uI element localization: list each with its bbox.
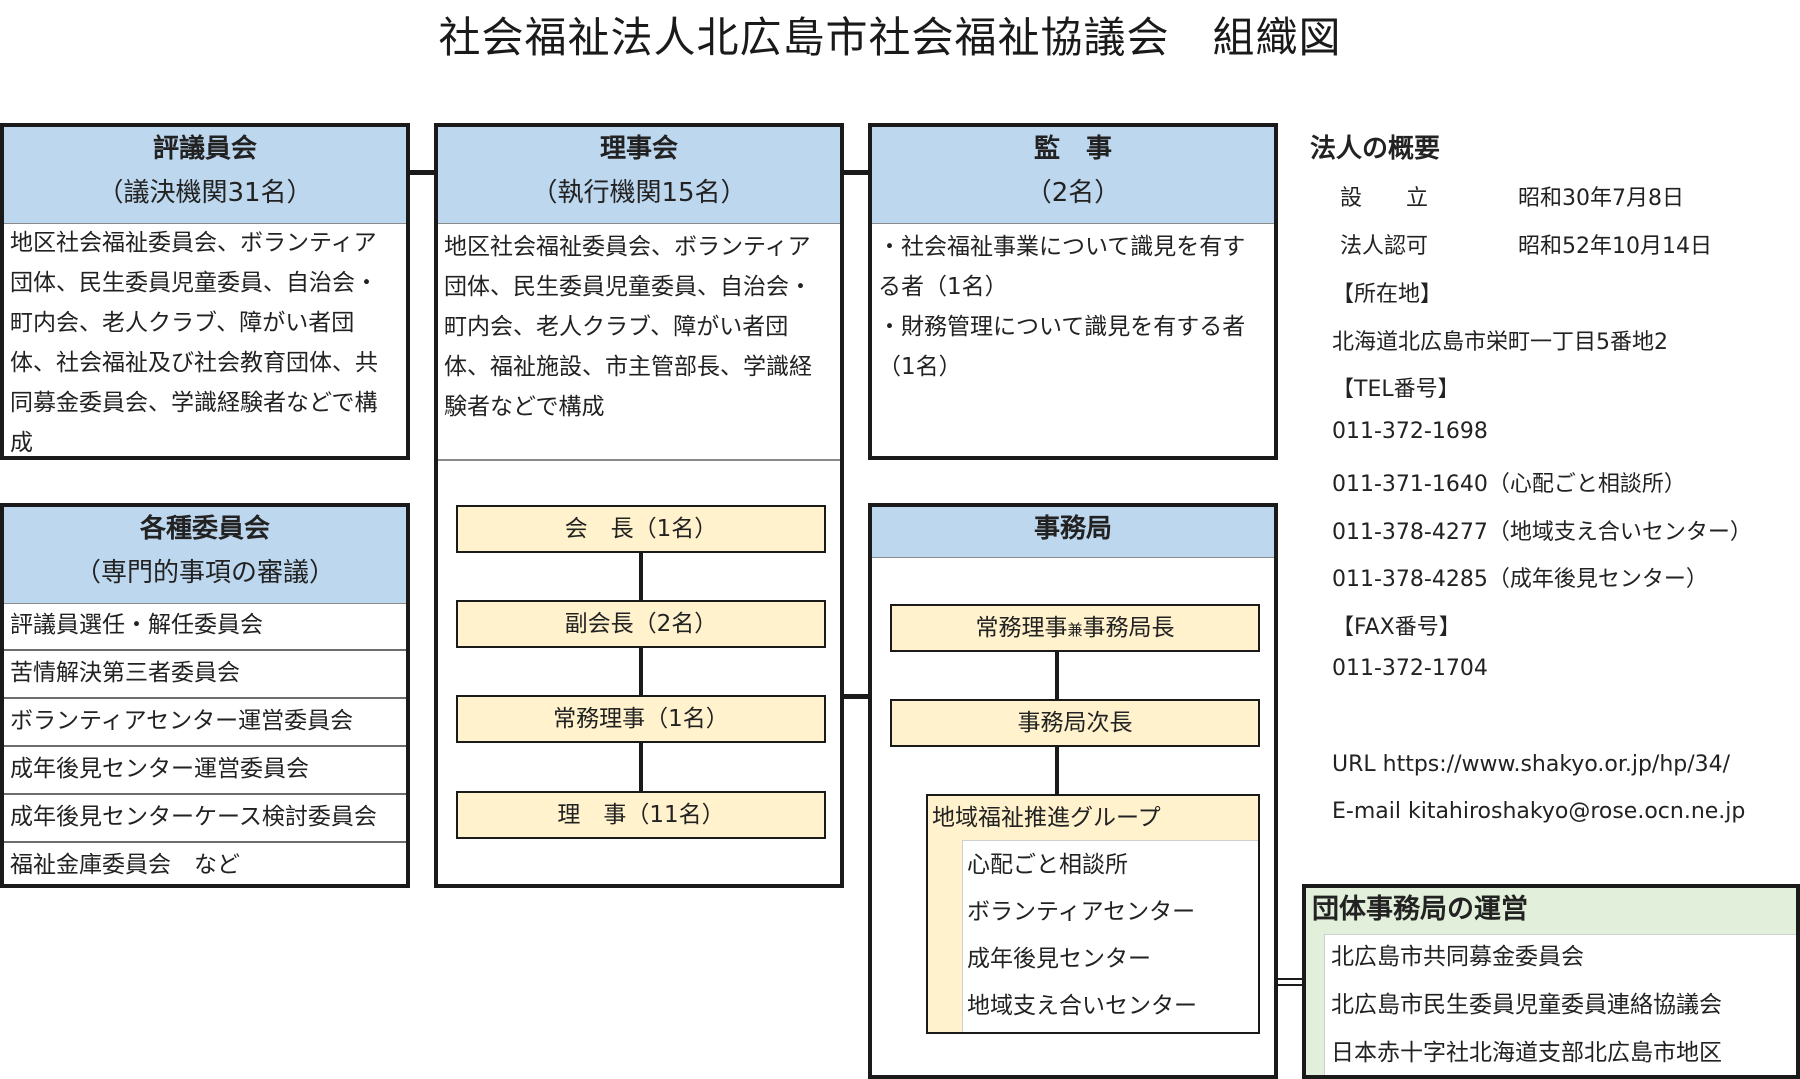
board-subtitle: （執行機関15名） [531, 178, 747, 208]
secretariat-title: 事務局 [1033, 514, 1112, 544]
councillors-line: 町内会、老人クラブ、障がい者団 [10, 310, 355, 336]
group-item: 成年後見センター [967, 946, 1151, 972]
councillors-line: 団体、民生委員児童委員、自治会・ [10, 270, 378, 296]
certified-value: 昭和52年10月14日 [1518, 234, 1712, 259]
group-item: 地域支え合いセンター [967, 993, 1197, 1019]
board-roles-line [639, 525, 643, 805]
board-line: 体、福祉施設、市主管部長、学識経 [444, 354, 812, 380]
role-executive-director: 常務理事（1名） [456, 695, 826, 743]
board-line: 地区社会福祉委員会、ボランティア [444, 234, 811, 260]
auditors-line: ・社会福祉事業について識見を有す [878, 234, 1246, 260]
org-admin-item: 北広島市民生委員児童委員連絡協議会 [1331, 992, 1722, 1018]
board-line: 団体、民生委員児童委員、自治会・ [444, 274, 812, 300]
role-directors: 理 事（11名） [456, 791, 826, 839]
certified-label: 法人認可 [1340, 234, 1429, 259]
email-address[interactable]: E-mail kitahiroshakyo@rose.ocn.ne.jp [1332, 799, 1746, 824]
councillors-line: 同募金委員会、学識経験者などで構 [10, 390, 378, 416]
group-item: 心配ごと相談所 [967, 852, 1128, 878]
auditors-subtitle: （2名） [1025, 178, 1121, 208]
director-suffix: 事務局長 [1082, 615, 1175, 641]
committee-item: ボランティアセンター運営委員会 [4, 699, 406, 747]
fax-value: 011-372-1704 [1332, 656, 1488, 681]
address-value: 北海道北広島市栄町一丁目5番地2 [1332, 330, 1668, 355]
committee-item: 福祉金庫委員会 など [10, 852, 240, 878]
auditors-box: 監 事 （2名） ・社会福祉事業について識見を有す る者（1名） ・財務管理につ… [868, 123, 1278, 460]
org-admin-item: 北広島市共同募金委員会 [1331, 944, 1584, 970]
connector-board-secretariat [840, 694, 870, 699]
tel-guardianship: 011-378-4285（成年後見センター） [1332, 567, 1708, 592]
committee-item: 苦情解決第三者委員会 [4, 651, 406, 699]
board-box: 理事会 （執行機関15名） 地区社会福祉委員会、ボランティア 団体、民生委員児童… [434, 123, 844, 888]
committee-item: 成年後見センターケース検討委員会 [4, 795, 406, 843]
group-item: ボランティアセンター [967, 899, 1196, 925]
fax-label: 【FAX番号】 [1332, 615, 1461, 640]
summary-heading: 法人の概要 [1310, 134, 1441, 164]
community-welfare-group: 地域福祉推進グループ 心配ごと相談所 ボランティアセンター 成年後見センター 地… [926, 794, 1260, 1034]
board-line: 験者などで構成 [444, 394, 605, 420]
committees-box: 各種委員会 （専門的事項の審議） 評議員選任・解任委員会 苦情解決第三者委員会 … [0, 503, 410, 888]
tel-consultation: 011-371-1640（心配ごと相談所） [1332, 472, 1686, 497]
councillors-subtitle: （議決機関31名） [97, 178, 313, 208]
board-divider [438, 459, 840, 461]
website-url[interactable]: URL https://www.shakyo.or.jp/hp/34/ [1332, 752, 1731, 777]
auditors-line: る者（1名） [878, 274, 1008, 300]
role-vice-chairman: 副会長（2名） [456, 600, 826, 648]
councillors-line: 成 [10, 430, 33, 456]
org-admin-box: 団体事務局の運営 北広島市共同募金委員会 北広島市民生委員児童委員連絡協議会 日… [1302, 884, 1800, 1079]
page-title: 社会福祉法人北広島市社会福祉協議会 組織図 [438, 13, 1342, 62]
director-prefix: 常務理事 [975, 615, 1068, 641]
org-admin-list: 北広島市共同募金委員会 北広島市民生委員児童委員連絡協議会 日本赤十字社北海道支… [1324, 934, 1796, 1075]
councillors-description: 地区社会福祉委員会、ボランティア 団体、民生委員児童委員、自治会・ 町内会、老人… [10, 223, 406, 463]
councillors-line: 体、社会福祉及び社会教育団体、共 [10, 350, 378, 376]
group-list: 心配ごと相談所 ボランティアセンター 成年後見センター 地域支え合いセンター [962, 840, 1258, 1032]
board-line: 町内会、老人クラブ、障がい者団 [444, 314, 789, 340]
established-label: 設 立 [1340, 186, 1429, 211]
connector-board-auditors [840, 170, 870, 175]
address-label: 【所在地】 [1332, 282, 1443, 307]
tel-label: 【TEL番号】 [1332, 377, 1460, 402]
auditors-description: ・社会福祉事業について識見を有す る者（1名） ・財務管理について識見を有する者… [878, 227, 1274, 387]
org-admin-item: 日本赤十字社北海道支部北広島市地区 [1331, 1040, 1722, 1066]
org-admin-title: 団体事務局の運営 [1312, 894, 1528, 925]
secretariat-director: 常務理事兼事務局長 [890, 604, 1260, 652]
tel-main: 011-372-1698 [1332, 419, 1488, 444]
board-title: 理事会 [599, 134, 678, 164]
councillors-title: 評議員会 [152, 134, 257, 164]
established-value: 昭和30年7月8日 [1518, 186, 1684, 211]
councillors-box: 評議員会 （議決機関31名） 地区社会福祉委員会、ボランティア 団体、民生委員児… [0, 123, 410, 460]
committees-subtitle: （専門的事項の審議） [74, 558, 335, 588]
role-chairman: 会 長（1名） [456, 505, 826, 553]
board-description: 地区社会福祉委員会、ボランティア 団体、民生委員児童委員、自治会・ 町内会、老人… [444, 227, 840, 427]
secretariat-box: 事務局 常務理事兼事務局長 事務局次長 地域福祉推進グループ 心配ごと相談所 ボ… [868, 503, 1278, 1079]
auditors-line: ・財務管理について識見を有する者 [878, 314, 1246, 340]
councillors-line: 地区社会福祉委員会、ボランティア [10, 230, 377, 256]
committee-item: 成年後見センター運営委員会 [4, 747, 406, 795]
connector-councillors-board [406, 170, 436, 175]
tel-community-support: 011-378-4277（地域支え合いセンター） [1332, 520, 1752, 545]
committee-item: 評議員選任・解任委員会 [4, 603, 406, 651]
connector-secretariat-org-admin [1274, 978, 1306, 986]
secretariat-deputy: 事務局次長 [890, 699, 1260, 747]
auditors-line: （1名） [878, 354, 962, 380]
committees-title: 各種委員会 [139, 514, 270, 544]
group-title: 地域福祉推進グループ [932, 805, 1161, 831]
director-concurrent: 兼 [1067, 621, 1083, 639]
auditors-title: 監 事 [1033, 134, 1112, 164]
